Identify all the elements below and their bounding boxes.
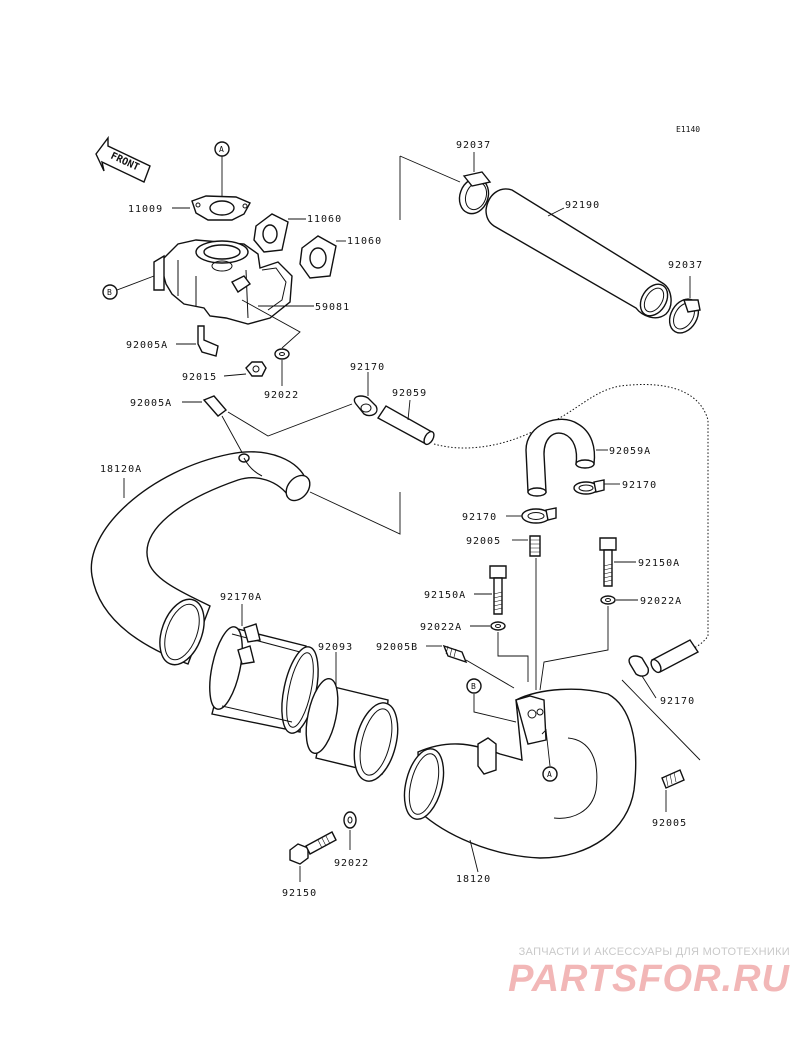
hose-92059: 92059 — [376, 388, 435, 446]
label-92005-lower: 92005 — [652, 818, 687, 829]
fitting-92005a-lower: 92005A — [130, 395, 228, 417]
label-92015: 92015 — [182, 372, 217, 383]
label-92005b: 92005B — [376, 642, 418, 653]
label-92190: 92190 — [565, 200, 600, 211]
label-11009: 11009 — [128, 204, 163, 215]
watermark-tagline: ЗАПЧАСТИ И АКСЕССУАРЫ ДЛЯ МОТОТЕХНИКИ — [518, 946, 790, 958]
label-92022-lower: 92022 — [334, 858, 369, 869]
label-18120: 18120 — [456, 874, 491, 885]
label-11060-upper: 11060 — [307, 214, 342, 225]
ref-marker-b-top: B — [102, 275, 155, 300]
washer-92022a-right: 92022A — [600, 595, 682, 607]
bolt-92150: 92150 — [282, 831, 337, 899]
ref-marker-a-lower: A — [541, 728, 558, 782]
nipple-92005-lower: 92005 — [652, 769, 687, 829]
ref-marker-a-top: A — [214, 141, 230, 196]
watermark-logo: PARTSFOR.RU — [508, 958, 790, 1000]
washer-92022-lower: 92022 — [334, 811, 369, 869]
label-92093: 92093 — [318, 642, 353, 653]
clamp-92037-lower: 92037 — [668, 260, 703, 334]
label-92150a-right: 92150A — [638, 558, 680, 569]
label-59081: 59081 — [315, 302, 350, 313]
label-92059: 92059 — [392, 388, 427, 399]
label-92170a: 92170A — [220, 592, 262, 603]
gasket-11009: 11009 — [128, 195, 251, 221]
fitting-92005b: 92005B — [376, 642, 515, 689]
pipe-18120: 18120 — [403, 688, 637, 885]
bolt-92150a-middle: 92150A — [424, 565, 507, 615]
nut-92015: 92015 — [182, 361, 267, 383]
front-arrow-icon: FRONT — [95, 135, 151, 183]
label-92150: 92150 — [282, 888, 317, 899]
label-92170-lower-right: 92170 — [660, 696, 695, 707]
pipe-92190: 92190 — [485, 188, 672, 319]
clamp-92170-middle: 92170 — [462, 507, 557, 524]
clamp-92170-right: 92170 — [573, 479, 657, 495]
label-92150a-middle: 92150A — [424, 590, 466, 601]
label-92170-upper: 92170 — [350, 362, 385, 373]
washer-92022-upper: 92022 — [264, 348, 299, 401]
fitting-92005a-upper: 92005A — [126, 325, 219, 357]
label-92022-upper: 92022 — [264, 390, 299, 401]
exhaust-manifold-59081: 59081 — [153, 239, 350, 325]
ref-marker-b-lower: B — [466, 678, 517, 723]
washer-92022a-middle: 92022A — [420, 621, 506, 633]
label-92170-middle: 92170 — [462, 512, 497, 523]
hose-92059a: 92059A — [525, 418, 651, 497]
svg-text:B: B — [471, 682, 476, 691]
label-11060-lower: 11060 — [347, 236, 382, 247]
label-18120a: 18120A — [100, 464, 142, 475]
pipe-18120a: 18120A — [90, 451, 311, 666]
label-92005-upper: 92005 — [466, 536, 501, 547]
svg-text:B: B — [107, 288, 112, 297]
label-92059a: 92059A — [609, 446, 651, 457]
gasket-11060-upper: 11060 — [253, 213, 342, 253]
coupling-92170a: 92170A — [209, 592, 319, 734]
sleeve-92093: 92093 — [305, 642, 399, 782]
bolt-92150a-right: 92150A — [599, 537, 680, 587]
label-92005a-upper: 92005A — [126, 340, 168, 351]
label-92037-upper: 92037 — [456, 140, 491, 151]
nipple-92005-upper: 92005 — [466, 535, 541, 690]
label-92170-right: 92170 — [622, 480, 657, 491]
diagram-code: E1140 — [676, 125, 700, 134]
label-92022a-middle: 92022A — [420, 622, 462, 633]
clamp-92037-upper: 92037 — [456, 140, 492, 215]
hose-small-right — [650, 639, 700, 674]
svg-text:A: A — [219, 145, 224, 154]
svg-text:A: A — [547, 770, 552, 779]
clamp-92170-upper: 92170 — [350, 362, 385, 417]
label-92037-lower: 92037 — [668, 260, 703, 271]
clamp-92170-lower-right: 92170 — [628, 655, 695, 707]
label-92022a-right: 92022A — [640, 596, 682, 607]
label-92005a-lower: 92005A — [130, 398, 172, 409]
gasket-11060-lower: 11060 — [299, 235, 382, 279]
